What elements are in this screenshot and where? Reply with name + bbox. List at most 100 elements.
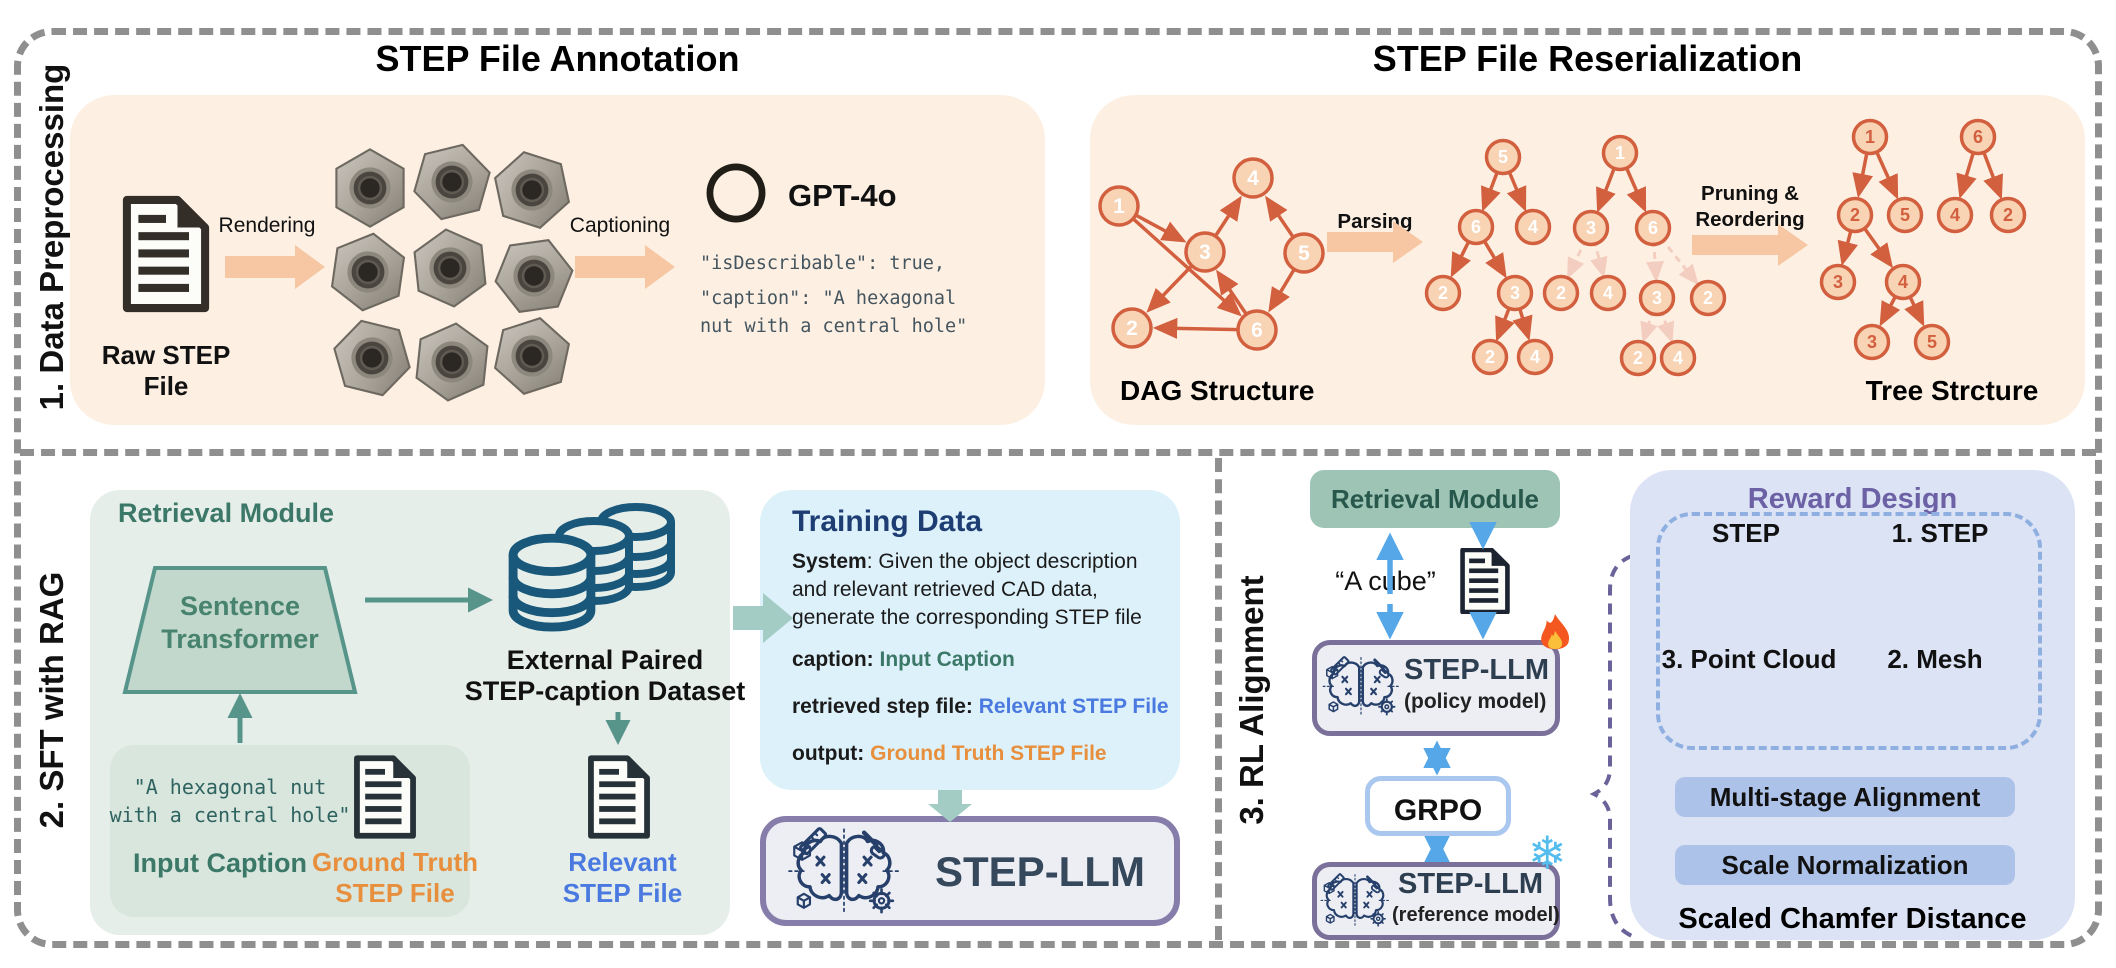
parsed-tree-b: 1 3 6 2 4 3 2 2 4	[1542, 134, 1727, 377]
retrieved-key: retrieved step file:	[792, 695, 979, 718]
reserialization-title: STEP File Reserialization	[1372, 38, 1803, 79]
input-caption-label: Input Caption	[133, 848, 307, 878]
svg-text:2: 2	[2003, 205, 2013, 225]
caption-kv: caption: Input Caption	[792, 648, 1015, 672]
svg-text:5: 5	[1298, 242, 1310, 265]
svg-text:4: 4	[1898, 272, 1908, 292]
svg-text:5: 5	[1498, 147, 1508, 167]
svg-text:6: 6	[1648, 218, 1658, 238]
query-text: “A cube”	[1335, 566, 1436, 596]
gpt-output-line1: "isDescribable": true,	[700, 253, 946, 274]
dag-structure-label: DAG Structure	[1120, 375, 1314, 406]
section-label-sft: 2. SFT with RAG	[33, 571, 70, 829]
pruning-arrow	[1692, 224, 1808, 266]
retrieved-kv: retrieved step file: Relevant STEP File	[792, 695, 1169, 719]
svg-text:1: 1	[1113, 195, 1125, 218]
reference-model-sub: (reference model)	[1392, 904, 1560, 926]
fire-icon	[1541, 614, 1569, 650]
svg-text:4: 4	[1530, 347, 1540, 367]
reward-design-title: Reward Design	[1747, 483, 1958, 515]
output-key: output:	[792, 742, 871, 765]
svg-text:3: 3	[1652, 288, 1662, 308]
relevant-label-1: Relevant	[568, 847, 677, 877]
ground-truth-label-1: Ground Truth	[311, 847, 479, 877]
relevant-doc-icon	[591, 758, 647, 836]
svg-text:3: 3	[1586, 218, 1596, 238]
gpt-output-line3: nut with a central hole"	[700, 316, 968, 337]
policy-model-label: STEP-LLM	[1404, 654, 1549, 686]
dataset-label-1: External Paired	[506, 645, 704, 675]
svg-text:1: 1	[1615, 143, 1625, 163]
svg-text:5: 5	[1927, 332, 1937, 352]
policy-model-sub: (policy model)	[1404, 690, 1547, 713]
ground-truth-doc-icon	[357, 758, 413, 836]
caption-value: Input Caption	[879, 648, 1015, 671]
multi-stage-alignment-pill: Multi-stage Alignment	[1675, 777, 2015, 817]
svg-text:2: 2	[1126, 317, 1138, 340]
raw-step-file-icon	[127, 200, 205, 308]
captioning-arrow	[575, 245, 675, 289]
reward-step-label: STEP	[1712, 518, 1780, 548]
annotation-graphics	[70, 95, 1045, 425]
parsed-tree-a: 5 6 4 2 3 2 4	[1424, 138, 1554, 376]
system-rest: : Given the object description and relev…	[792, 550, 1142, 629]
svg-text:3: 3	[1833, 272, 1843, 292]
parsing-arrow	[1327, 221, 1423, 263]
svg-text:3: 3	[1510, 283, 1520, 303]
gpt-output-line2: "caption": "A hexagonal	[700, 288, 957, 309]
svg-text:4: 4	[1528, 217, 1538, 237]
reward-step1-label: 1. STEP	[1891, 518, 1989, 548]
svg-text:3: 3	[1199, 241, 1211, 264]
system-key: System	[792, 550, 867, 573]
svg-text:2: 2	[1850, 205, 1860, 225]
ground-truth-label-2: STEP File	[335, 878, 455, 908]
svg-text:1: 1	[1865, 127, 1875, 147]
rendering-label: Rendering	[218, 214, 316, 237]
svg-text:4: 4	[1247, 167, 1259, 190]
openai-logo-icon	[702, 160, 770, 225]
tree-structure-label: Tree Strcture	[1866, 375, 2039, 406]
rendering-arrow	[225, 245, 325, 289]
svg-text:6: 6	[1471, 217, 1481, 237]
scale-normalization-pill: Scale Normalization	[1675, 845, 2015, 885]
svg-text:4: 4	[1673, 348, 1683, 368]
step-llm-label: STEP-LLM	[935, 848, 1145, 895]
sentence-transformer-label-1: Sentence	[180, 591, 300, 621]
training-data-box	[760, 490, 1180, 790]
captioning-label: Captioning	[569, 214, 671, 237]
section-label-preprocessing: 1. Data Preprocessing	[33, 63, 70, 411]
annotation-title: STEP File Annotation	[375, 38, 740, 79]
reference-model-label: STEP-LLM	[1398, 868, 1543, 900]
raw-step-file-label: Raw STEP File	[101, 340, 231, 401]
sentence-transformer-label-2: Transformer	[161, 624, 319, 654]
sft-graphics: Sentence Transformer	[122, 490, 730, 935]
retrieved-value: Relevant STEP File	[978, 695, 1169, 718]
relevant-label-2: STEP File	[562, 878, 683, 908]
svg-text:2: 2	[1485, 347, 1495, 367]
svg-text:6: 6	[1251, 319, 1263, 342]
svg-text:2: 2	[1703, 288, 1713, 308]
reference-brain-icon	[1320, 872, 1390, 928]
pruning-label-2: Reordering	[1695, 208, 1804, 231]
outer-dashed-border	[14, 28, 2102, 948]
system-prompt-text: System: Given the object description and…	[792, 548, 1160, 632]
retrieved-doc-icon	[1463, 550, 1508, 612]
gpt4o-label: GPT-4o	[788, 178, 897, 213]
policy-brain-icon	[1322, 655, 1400, 717]
rl-retrieval-module-box: Retrieval Module	[1310, 470, 1560, 528]
grpo-box: GRPO	[1365, 776, 1511, 836]
step-llm-brain-icon	[782, 824, 906, 920]
svg-text:2: 2	[1556, 283, 1566, 303]
dag-nodes: 1 4 3 5 2 6	[1098, 157, 1325, 351]
reserialization-panel	[1090, 95, 2085, 425]
output-kv: output: Ground Truth STEP File	[792, 742, 1107, 766]
svg-text:6: 6	[1973, 127, 1983, 147]
scaled-chamfer-label: Scaled Chamfer Distance	[1678, 903, 2027, 935]
caption-key: caption:	[792, 648, 880, 671]
final-tree: 1 6 2 5 4 2 3 4 3 5	[1819, 118, 2027, 361]
sentence-transformer-shape	[122, 566, 358, 694]
svg-text:4: 4	[1950, 205, 1960, 225]
dataset-label-2: STEP-caption Dataset	[464, 676, 746, 706]
reward-mesh-label: 2. Mesh	[1887, 644, 1983, 674]
